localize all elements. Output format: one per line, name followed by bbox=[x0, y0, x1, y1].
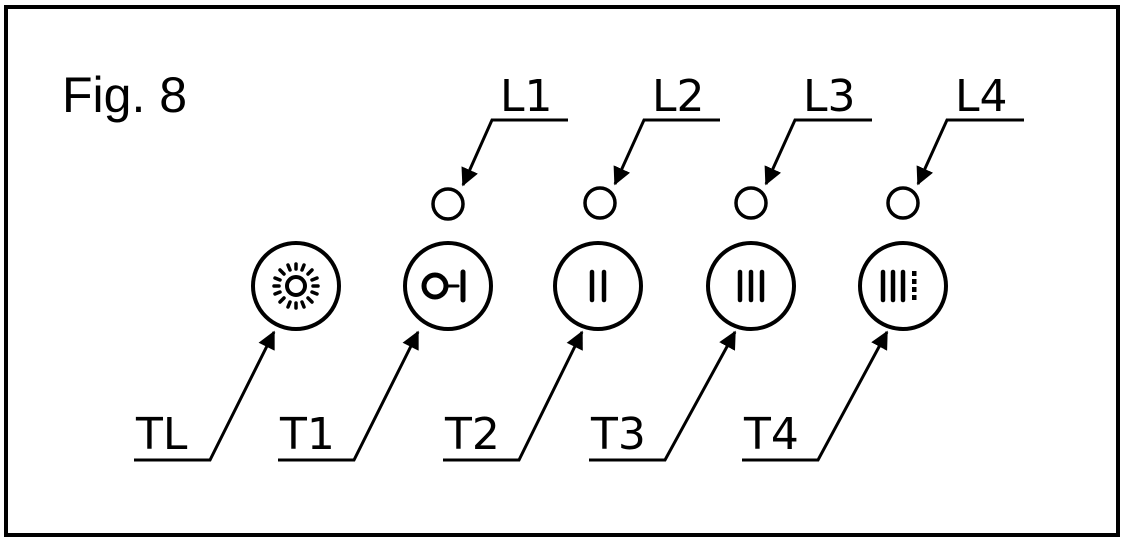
figure-frame bbox=[4, 5, 1120, 537]
power-on-off-icon bbox=[421, 269, 466, 303]
indicator-label-l3: L3 bbox=[803, 71, 856, 122]
leader-t2 bbox=[443, 330, 584, 462]
button-label-t3: T3 bbox=[590, 409, 646, 460]
light-icon bbox=[272, 262, 320, 310]
figure-title: Fig. 8 bbox=[62, 67, 187, 123]
button-label-tl: TL bbox=[135, 409, 188, 460]
level-2-icon bbox=[589, 269, 607, 303]
button-t1[interactable] bbox=[403, 241, 493, 331]
indicator-label-l2: L2 bbox=[652, 71, 705, 122]
indicator-label-l4: L4 bbox=[955, 71, 1008, 122]
button-t3[interactable] bbox=[706, 241, 796, 331]
leader-l4 bbox=[916, 118, 1024, 186]
button-t4[interactable] bbox=[858, 241, 948, 331]
leader-t4 bbox=[742, 330, 889, 462]
button-t2[interactable] bbox=[553, 241, 643, 331]
leader-l3 bbox=[764, 118, 872, 186]
leader-t1 bbox=[278, 330, 420, 462]
indicator-l4 bbox=[886, 186, 920, 220]
button-tl[interactable] bbox=[251, 241, 341, 331]
level-3-icon bbox=[737, 269, 765, 303]
button-label-t2: T2 bbox=[444, 409, 500, 460]
leader-t3 bbox=[589, 330, 737, 462]
indicator-l3 bbox=[734, 186, 768, 220]
leader-tl bbox=[134, 330, 276, 462]
indicator-label-l1: L1 bbox=[500, 71, 553, 122]
indicator-l2 bbox=[583, 186, 617, 220]
button-label-t4: T4 bbox=[743, 409, 799, 460]
level-4-icon bbox=[880, 269, 917, 303]
leader-l1 bbox=[461, 118, 568, 187]
indicator-l1 bbox=[431, 187, 465, 221]
leader-l2 bbox=[613, 118, 720, 186]
button-label-t1: T1 bbox=[279, 409, 335, 460]
